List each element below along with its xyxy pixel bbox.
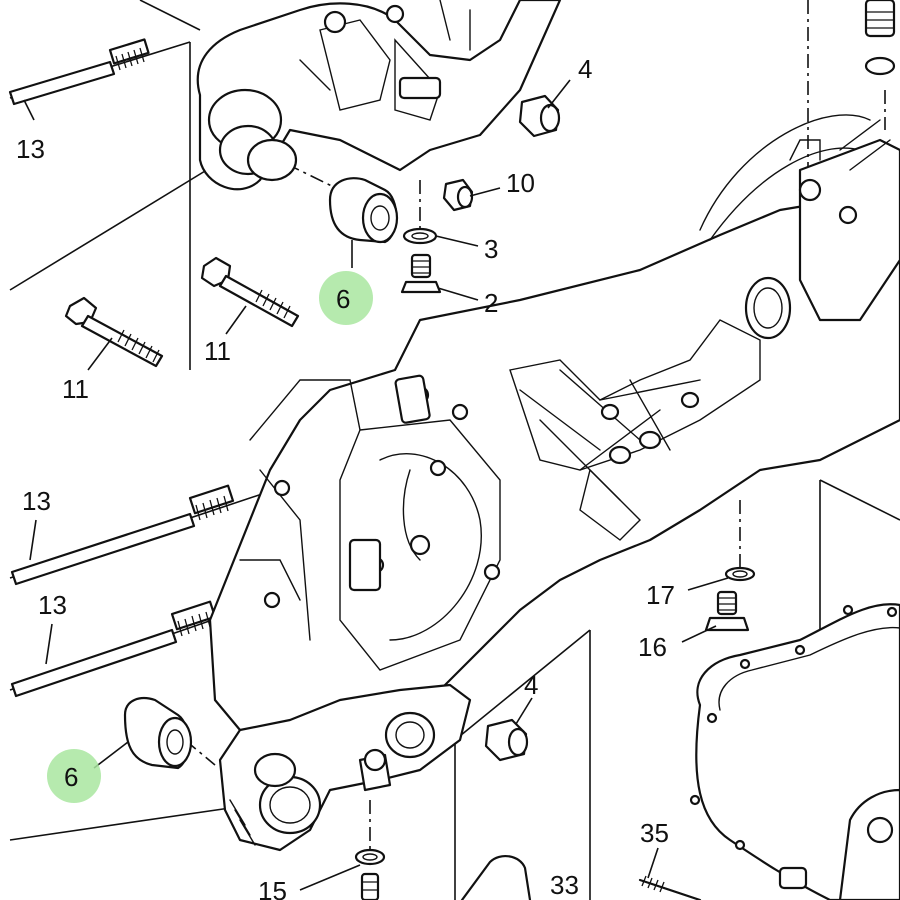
callout-13-middle[interactable]: 13 xyxy=(22,486,51,516)
collar-10 xyxy=(442,178,474,212)
callout-35[interactable]: 35 xyxy=(640,818,669,848)
callout-6-lower-highlighted[interactable]: 6 xyxy=(47,749,101,803)
highlight-circle xyxy=(319,271,373,325)
collar-4-lower xyxy=(484,718,529,762)
highlight-circle xyxy=(47,749,101,803)
cover-bottom-right xyxy=(778,788,900,900)
upper-mount-bracket xyxy=(196,0,562,191)
washer-17 xyxy=(724,566,756,582)
svg-text:6: 6 xyxy=(64,762,78,792)
oil-seal-33 xyxy=(460,854,532,900)
bushing-6-upper xyxy=(328,177,399,244)
callout-17[interactable]: 17 xyxy=(646,580,675,610)
callout-10[interactable]: 10 xyxy=(506,168,535,198)
washer-3 xyxy=(402,227,438,245)
svg-text:10: 10 xyxy=(506,168,535,198)
stud-bolt-13-lower xyxy=(10,600,217,698)
svg-text:17: 17 xyxy=(646,580,675,610)
callout-15[interactable]: 15 xyxy=(258,876,287,900)
svg-text:13: 13 xyxy=(38,590,67,620)
svg-text:2: 2 xyxy=(484,288,498,318)
svg-text:33: 33 xyxy=(550,870,579,900)
callout-13[interactable]: 13 xyxy=(16,134,45,164)
bolt-35 xyxy=(638,875,702,900)
stud-bolt-13-middle xyxy=(10,484,235,586)
callout-11-left[interactable]: 11 xyxy=(62,374,89,404)
bolt-2 xyxy=(400,253,442,294)
crankcase-body xyxy=(208,114,900,737)
bolt-11-right xyxy=(200,256,300,328)
svg-text:4: 4 xyxy=(578,54,592,84)
svg-text:3: 3 xyxy=(484,234,498,264)
callout-3[interactable]: 3 xyxy=(484,234,498,264)
svg-text:13: 13 xyxy=(22,486,51,516)
bolt-16 xyxy=(704,590,750,632)
svg-text:15: 15 xyxy=(258,876,287,900)
lower-mount-bracket xyxy=(218,683,472,852)
svg-text:35: 35 xyxy=(640,818,669,848)
svg-text:6: 6 xyxy=(336,284,350,314)
callout-4[interactable]: 4 xyxy=(578,54,592,84)
callout-2[interactable]: 2 xyxy=(484,288,498,318)
callout-33[interactable]: 33 xyxy=(550,870,579,900)
stud-bolt-13-top xyxy=(8,38,150,106)
callouts: 13 4 10 3 2 6 11 11 13 13 17 xyxy=(16,54,675,900)
callout-16[interactable]: 16 xyxy=(638,632,667,662)
washer-15 xyxy=(354,848,386,900)
svg-text:11: 11 xyxy=(62,374,89,404)
bolt-11-left xyxy=(64,296,164,368)
collar-4-upper xyxy=(518,94,561,138)
callout-13-lower[interactable]: 13 xyxy=(38,590,67,620)
bushing-6-lower xyxy=(123,697,193,770)
svg-text:11: 11 xyxy=(204,336,231,366)
callout-4-lower[interactable]: 4 xyxy=(524,670,538,700)
oring-top-right xyxy=(864,0,896,76)
callout-leaders xyxy=(23,79,729,891)
callout-11[interactable]: 11 xyxy=(204,336,231,366)
callout-6-highlighted[interactable]: 6 xyxy=(319,271,373,325)
svg-text:4: 4 xyxy=(524,670,538,700)
svg-text:13: 13 xyxy=(16,134,45,164)
svg-text:16: 16 xyxy=(638,632,667,662)
